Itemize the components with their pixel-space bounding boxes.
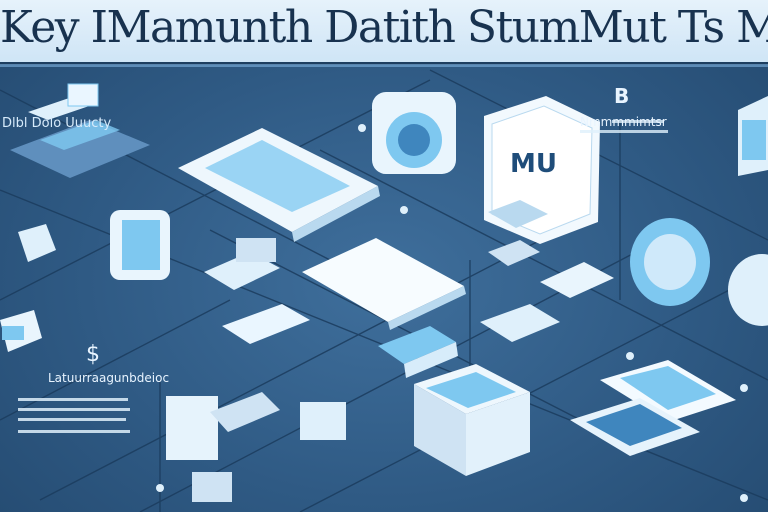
database-icon [630, 218, 768, 326]
bottom-left-caption-label: Latuurraagunbdeioc [48, 371, 170, 385]
printer-icon [414, 364, 530, 476]
title-underline [0, 64, 768, 67]
tablet-icon [110, 210, 170, 280]
caption-bars [580, 120, 668, 133]
server-icon [738, 96, 768, 176]
b-marker-label: B [614, 84, 630, 108]
laptop-icon-2 [570, 360, 736, 456]
monitor-screen-text: MU [510, 149, 557, 179]
right-caption-label: Nmmmmimtsr [580, 115, 667, 129]
small-device-icon [0, 224, 56, 352]
plug-device-icon [480, 240, 614, 342]
top-left-label: Dlbl Dolo Uuucty [2, 116, 112, 131]
datacenter-cluster-icon [10, 83, 150, 178]
caption-lines [18, 398, 130, 433]
laptop-icon [178, 128, 380, 242]
title-banner: Key IMamunth Datith StumMut Ts Mumuncs. … [0, 0, 768, 65]
router-icon [204, 238, 458, 378]
machine-icon [166, 392, 346, 502]
page-title: Key IMamunth Datith StumMut Ts Mumuncs. … [0, 2, 768, 53]
document-icon [302, 238, 466, 330]
monitor-icon: MU [484, 96, 600, 244]
connector-lines [0, 69, 768, 512]
network-nodes [156, 124, 748, 502]
dollar-marker-label: $ [86, 342, 100, 367]
camera-icon [372, 92, 456, 174]
